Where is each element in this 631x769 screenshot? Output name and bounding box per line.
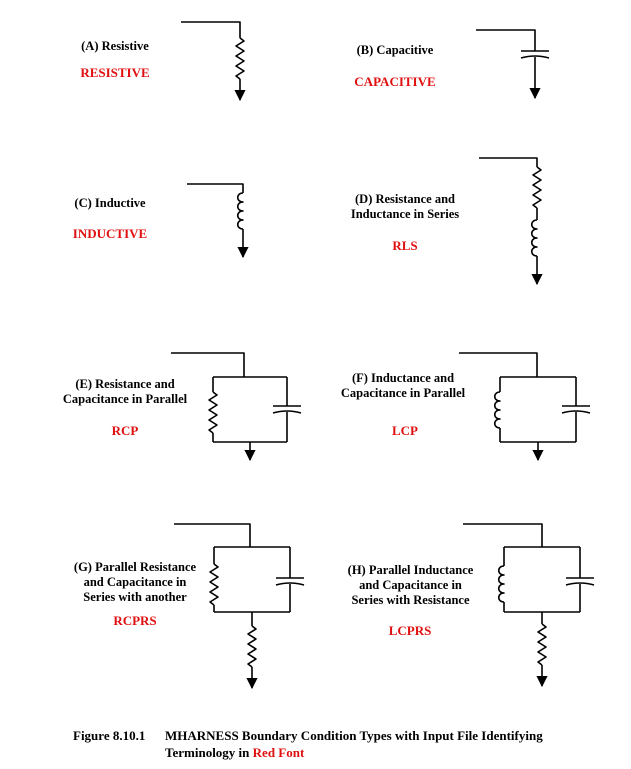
panel-f-code: LCP bbox=[392, 423, 418, 438]
panel-e-code: RCP bbox=[111, 423, 139, 438]
circuit-f-lcp bbox=[459, 352, 591, 462]
panel-e-title-line-2: Capacitance in Parallel bbox=[62, 392, 188, 406]
circuit-e-rcp bbox=[171, 352, 302, 462]
panel-c-code: INDUCTIVE bbox=[72, 226, 148, 241]
circuit-b-capacitive bbox=[476, 29, 550, 100]
caption-text-line-1: MHARNESS Boundary Condition Types with I… bbox=[165, 728, 543, 743]
caption-line-2: Terminology in Red Font bbox=[73, 744, 543, 761]
panel-d-title-line-1: (D) Resistance and bbox=[355, 192, 455, 206]
panel-g-title-line-1: (G) Parallel Resistance bbox=[73, 560, 197, 574]
circuit-h-lcprs bbox=[463, 523, 595, 688]
panel-f-title-line-1: (F) Inductance and bbox=[351, 371, 455, 385]
circuit-a-resistive bbox=[181, 21, 246, 102]
panel-a-code: RESISTIVE bbox=[80, 65, 150, 80]
panel-g-title: (G) Parallel Resistance and Capacitance … bbox=[55, 560, 215, 605]
panel-f-title: (F) Inductance and Capacitance in Parall… bbox=[328, 371, 478, 401]
panel-b-code: CAPACITIVE bbox=[354, 74, 436, 89]
panel-d-code: RLS bbox=[392, 238, 418, 253]
panel-b-title: (B) Capacitive bbox=[340, 43, 450, 58]
caption-red-font-text: Red Font bbox=[252, 745, 305, 760]
panel-b-title-line-1: (B) Capacitive bbox=[356, 43, 434, 57]
panel-c-title-line-1: (C) Inductive bbox=[74, 196, 146, 210]
panel-d-title-line-2: Inductance in Series bbox=[350, 207, 460, 221]
panel-h-title-line-1: (H) Parallel Inductance bbox=[347, 563, 474, 577]
panel-h-title: (H) Parallel Inductance and Capacitance … bbox=[328, 563, 493, 608]
panel-a-title-line-1: (A) Resistive bbox=[81, 39, 149, 53]
caption-figure-number: Figure 8.10.1 bbox=[73, 728, 146, 743]
caption-text-line-2: Terminology in bbox=[165, 745, 253, 760]
caption-line-1: Figure 8.10.1 MHARNESS Boundary Condition… bbox=[73, 727, 543, 744]
panel-e-title: (E) Resistance and Capacitance in Parall… bbox=[50, 377, 200, 407]
panel-g-code: RCPRS bbox=[113, 613, 157, 628]
panel-g-title-line-2: and Capacitance in bbox=[83, 575, 187, 589]
circuit-g-rcprs bbox=[174, 523, 305, 690]
panel-c-title: (C) Inductive bbox=[55, 196, 165, 211]
panel-f-title-line-2: Capacitance in Parallel bbox=[340, 386, 466, 400]
panel-e-title-line-1: (E) Resistance and bbox=[75, 377, 175, 391]
panel-g-title-line-3: Series with another bbox=[83, 590, 187, 604]
panel-h-title-line-3: Series with Resistance bbox=[351, 593, 470, 607]
figure-caption: Figure 8.10.1 MHARNESS Boundary Condition… bbox=[73, 727, 543, 761]
circuit-d-rls bbox=[479, 157, 543, 286]
panel-a-title: (A) Resistive bbox=[60, 39, 170, 54]
panel-d-title: (D) Resistance and Inductance in Series bbox=[330, 192, 480, 222]
panel-h-title-line-2: and Capacitance in bbox=[359, 578, 462, 592]
circuit-c-inductive bbox=[187, 183, 249, 259]
panel-h-code: LCPRS bbox=[388, 623, 432, 638]
